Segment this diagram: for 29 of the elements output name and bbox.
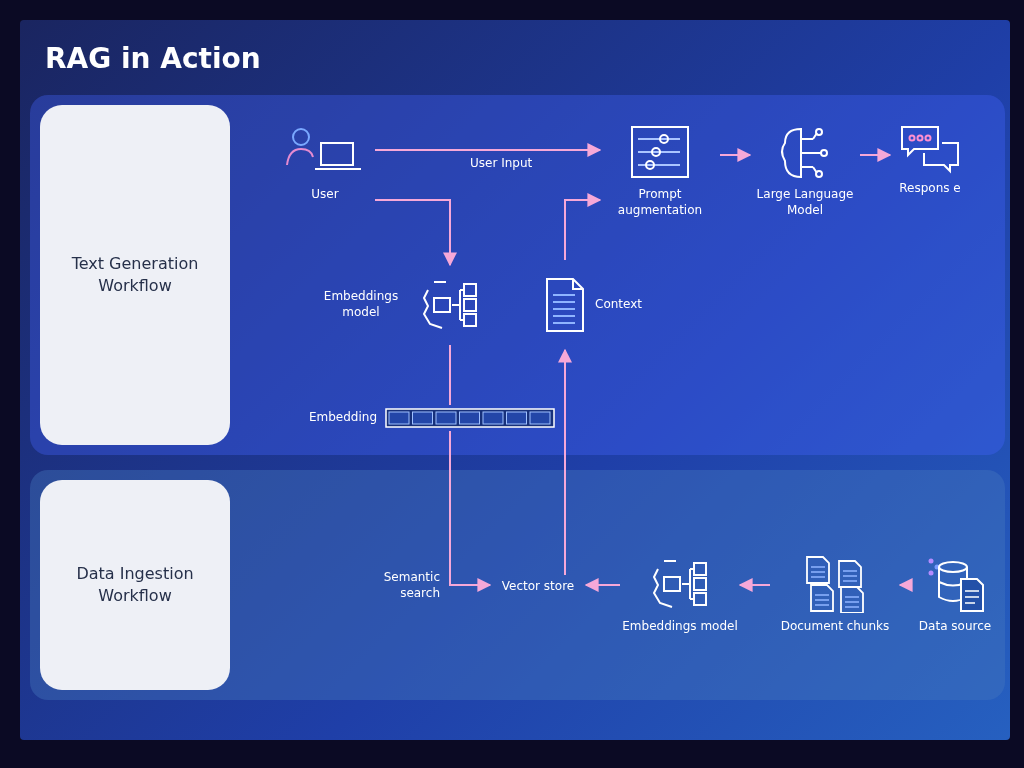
node-label: Data source	[918, 619, 992, 635]
edge-label: User Input	[470, 156, 534, 172]
panel-title: Text Generation Workflow	[70, 253, 200, 297]
connector-line	[449, 344, 451, 406]
panel-title: Data Ingestion Workflow	[75, 563, 195, 607]
arrow	[584, 578, 621, 592]
workflow-panel	[40, 480, 230, 690]
node-label: Respons e	[899, 181, 961, 197]
node-label: Document chunks	[780, 619, 890, 635]
node-label: Vector store	[501, 579, 575, 595]
node-label: Embeddings model	[622, 619, 738, 635]
arrow	[859, 148, 892, 162]
workflow-panel	[40, 105, 230, 445]
arrow	[558, 348, 572, 576]
arrow	[719, 148, 752, 162]
node-label: User	[311, 187, 339, 203]
arrow	[898, 578, 913, 592]
edge-label: Semantic search	[382, 570, 440, 602]
arrow	[738, 578, 771, 592]
arrow	[374, 143, 602, 157]
node-label: Embeddings model	[322, 289, 400, 321]
slide-title: RAG in Action	[45, 42, 261, 75]
node-label: Embedding	[308, 410, 377, 426]
node-label: Context	[595, 297, 642, 313]
node-label: Large Language Model	[755, 187, 855, 219]
node-label: Prompt augmentation	[616, 187, 704, 219]
arrow	[374, 199, 457, 267]
arrow	[449, 430, 492, 592]
arrow	[564, 193, 602, 261]
